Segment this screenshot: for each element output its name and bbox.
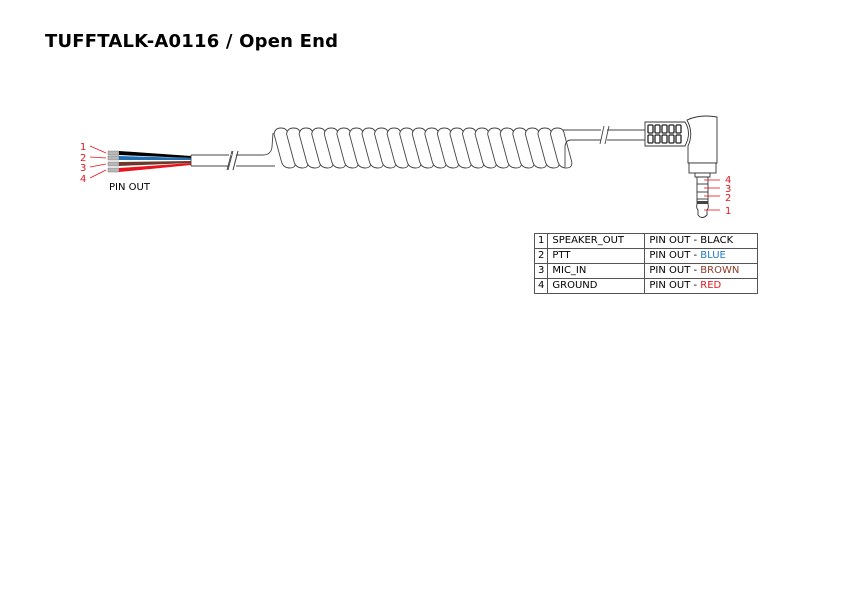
grip-ribs (647, 124, 682, 144)
pin-description: PIN OUT - BLACK (644, 233, 759, 249)
grip-rib (647, 124, 654, 134)
grip-rib (675, 124, 682, 134)
open-end-pin-label: 3 (80, 163, 86, 174)
leader-line (89, 145, 107, 154)
wire-color-name: BROWN (700, 265, 740, 276)
pin-description-prefix: PIN OUT - (649, 235, 701, 246)
pin-number: 3 (533, 263, 549, 279)
pin-number: 2 (533, 248, 549, 264)
jack-pin-label: 4 (725, 175, 731, 186)
grip-rib (654, 134, 661, 144)
jack-pin-label: 1 (725, 206, 731, 217)
open-end-pin-label: 2 (80, 153, 86, 164)
wire-2 (119, 156, 191, 160)
coiled-cord (273, 127, 573, 169)
grip-rib (647, 134, 654, 144)
grip-rib (661, 124, 668, 134)
leader-line (89, 163, 107, 168)
leader-line (89, 169, 107, 179)
leader-line (89, 156, 107, 159)
pin-number: 1 (533, 233, 549, 249)
pin-description: PIN OUT - BROWN (644, 263, 759, 279)
wire-1 (119, 151, 191, 158)
pin-signal: MIC_IN (547, 263, 646, 279)
jack-pin-label: 3 (725, 184, 731, 195)
wire-color-name: RED (700, 280, 722, 291)
jack-pin-label: 2 (725, 193, 731, 204)
pin-signal: SPEAKER_OUT (547, 233, 646, 249)
pin-signal: PTT (547, 248, 646, 264)
open-end-pin-labels: 1 2 3 4 (80, 142, 107, 185)
grip-rib (668, 134, 675, 144)
wire-color-name: BLUE (700, 250, 726, 261)
wire-stripped-tip (107, 167, 120, 173)
pin-number: 4 (533, 278, 549, 294)
pinout-caption: PIN OUT (109, 182, 151, 193)
wire-stripped-tip (107, 150, 120, 156)
pin-description-prefix: PIN OUT - (649, 280, 701, 291)
cable-jacket-end (191, 155, 195, 166)
wire-color-name: BLACK (700, 235, 734, 246)
pin-description-prefix: PIN OUT - (649, 265, 701, 276)
coil-loop (549, 127, 573, 169)
straight-cable-right (563, 125, 645, 167)
wire-stripped-tip (107, 161, 120, 167)
pin-description: PIN OUT - RED (644, 278, 759, 294)
wire-bundle (107, 150, 195, 173)
audio-jack-plug (644, 115, 718, 218)
jack-pin-labels: 4 3 2 1 (704, 175, 731, 217)
open-end-pin-label: 1 (80, 142, 86, 153)
wire-stripped-tip (107, 155, 120, 161)
grip-rib (661, 134, 668, 144)
open-end-pin-label: 4 (80, 174, 86, 185)
grip-rib (654, 124, 661, 134)
pin-signal: GROUND (547, 278, 646, 294)
grip-rib (668, 124, 675, 134)
grip-rib (675, 134, 682, 144)
wire-4 (119, 163, 191, 172)
straight-cable-left (190, 132, 275, 171)
pin-description: PIN OUT - BLUE (644, 248, 759, 264)
pin-description-prefix: PIN OUT - (649, 250, 701, 261)
wire-3 (119, 161, 191, 166)
page-title: TUFFTALK-A0116 / Open End (45, 31, 339, 52)
